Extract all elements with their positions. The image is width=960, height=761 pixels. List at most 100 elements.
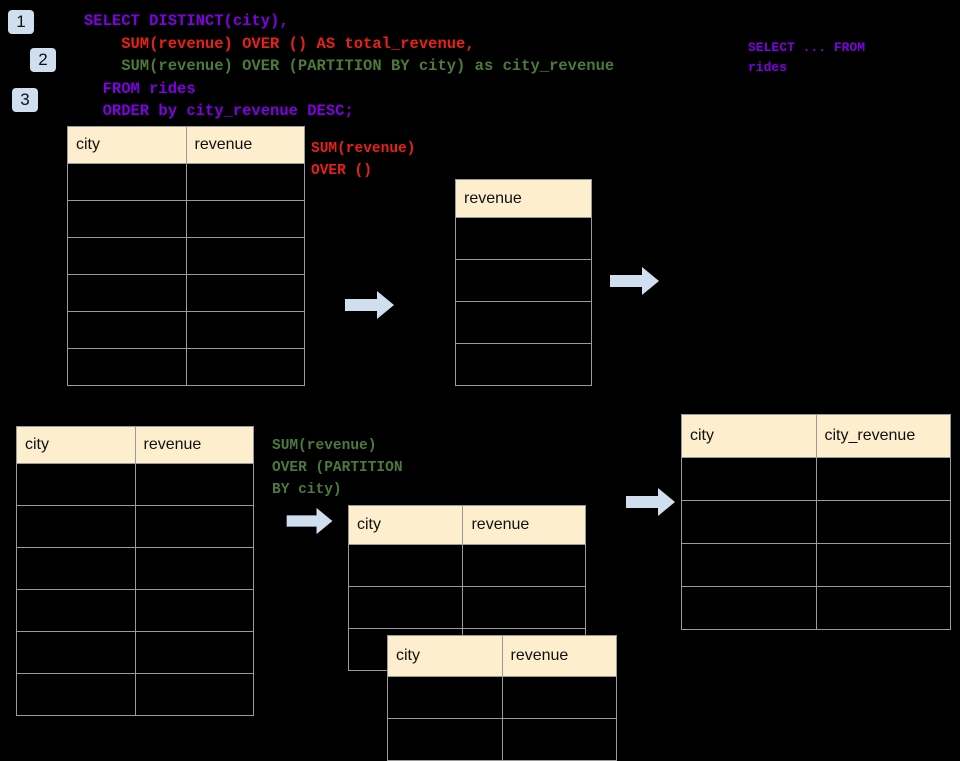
table-row	[681, 543, 951, 587]
table-header-row: city revenue	[347, 505, 586, 545]
cell-revenue	[185, 237, 305, 275]
sql-line-city-revenue: SUM(revenue) OVER (PARTITION BY city) as…	[84, 57, 615, 75]
cell-city	[67, 163, 187, 201]
table-row	[347, 544, 586, 587]
table-row	[387, 718, 617, 761]
arrow-bottom-left-icon	[286, 507, 333, 535]
cell-revenue	[501, 718, 617, 761]
cell-revenue	[185, 274, 305, 312]
column-header-city-revenue: city_revenue	[815, 414, 951, 458]
arrow-top-left-icon	[345, 291, 394, 319]
cell-city	[16, 505, 136, 548]
cell-city	[16, 463, 136, 506]
table-row	[16, 547, 254, 590]
annotation-city-revenue-line-3: BY city)	[272, 482, 342, 498]
column-header-revenue: revenue	[134, 426, 254, 464]
table-header-row: city revenue	[67, 126, 305, 164]
annotation-city-revenue-line-2: OVER (PARTITION	[272, 460, 403, 476]
cell-revenue	[134, 631, 254, 674]
side-note-line-1: SELECT ... FROM	[748, 40, 866, 55]
cell-city	[387, 676, 503, 719]
annotation-city-revenue-line-1: SUM(revenue)	[272, 438, 377, 454]
cell-city	[67, 237, 187, 275]
cell-revenue	[134, 589, 254, 632]
table-header-row: city city_revenue	[681, 414, 951, 458]
table-row	[67, 163, 305, 201]
cell-revenue	[185, 311, 305, 349]
step-badge-1: 1	[8, 10, 34, 34]
cell-city	[16, 589, 136, 632]
table-row	[347, 586, 586, 629]
cell-revenue	[134, 547, 254, 590]
sql-line-order-by: ORDER by city_revenue DESC;	[84, 102, 354, 120]
cell-city	[387, 718, 503, 761]
sql-line-from: FROM rides	[84, 80, 196, 98]
table-row	[67, 200, 305, 238]
step-badge-2: 2	[30, 48, 56, 72]
table-row	[16, 463, 254, 506]
table-header-row: revenue	[455, 179, 592, 218]
cell-city-revenue	[815, 543, 951, 587]
cell-revenue	[185, 348, 305, 386]
cell-city-revenue	[815, 457, 951, 501]
cell-revenue	[185, 163, 305, 201]
cell-revenue	[185, 200, 305, 238]
annotation-total-revenue-line-1: SUM(revenue)	[311, 141, 416, 157]
table-row	[455, 217, 592, 260]
cell-city	[681, 543, 817, 587]
cell-revenue	[134, 673, 254, 716]
arrow-bottom-right-icon	[626, 488, 675, 516]
column-header-city: city	[387, 635, 503, 677]
partition-group-table-front: city revenue	[387, 635, 617, 761]
cell-city	[16, 631, 136, 674]
side-note-line-2: rides	[748, 60, 788, 75]
table-row	[681, 586, 951, 630]
sql-line-total-revenue: SUM(revenue) OVER () AS total_revenue,	[84, 35, 475, 53]
cell-city	[67, 200, 187, 238]
table-row	[16, 505, 254, 548]
table-row	[681, 457, 951, 501]
column-header-city: city	[16, 426, 136, 464]
table-row	[67, 348, 305, 386]
table-row	[67, 237, 305, 275]
cell-city	[681, 500, 817, 544]
column-header-city: city	[681, 414, 817, 458]
cell-revenue	[455, 343, 592, 386]
cell-revenue	[462, 586, 586, 629]
table-row	[681, 500, 951, 544]
cell-revenue	[455, 217, 592, 260]
rides-source-table-bottom: city revenue	[16, 426, 254, 716]
cell-city	[67, 348, 187, 386]
cell-revenue	[134, 463, 254, 506]
column-header-revenue: revenue	[462, 505, 586, 545]
table-row	[67, 311, 305, 349]
cell-city	[681, 586, 817, 630]
column-header-revenue: revenue	[501, 635, 617, 677]
cell-revenue	[462, 544, 586, 587]
table-header-row: city revenue	[16, 426, 254, 464]
cell-revenue	[134, 505, 254, 548]
arrow-top-right-icon	[610, 267, 659, 295]
cell-city	[16, 547, 136, 590]
column-header-revenue: revenue	[185, 126, 305, 164]
table-row	[387, 676, 617, 719]
column-header-city: city	[67, 126, 187, 164]
cell-city	[67, 274, 187, 312]
table-row	[455, 343, 592, 386]
table-row	[16, 631, 254, 674]
table-row	[16, 673, 254, 716]
table-row	[16, 589, 254, 632]
cell-revenue	[455, 259, 592, 302]
cell-city-revenue	[815, 500, 951, 544]
annotation-total-revenue-line-2: OVER ()	[311, 163, 372, 179]
column-header-city: city	[347, 505, 464, 545]
cell-city	[347, 544, 464, 587]
cell-city	[16, 673, 136, 716]
table-row	[67, 274, 305, 312]
table-header-row: city revenue	[387, 635, 617, 677]
total-revenue-table: revenue	[455, 179, 592, 386]
step-badge-3: 3	[12, 88, 38, 112]
cell-city	[347, 586, 464, 629]
diagram-canvas: 1 2 3 SELECT DISTINCT(city), SUM(revenue…	[8, 10, 951, 761]
table-row	[455, 301, 592, 344]
